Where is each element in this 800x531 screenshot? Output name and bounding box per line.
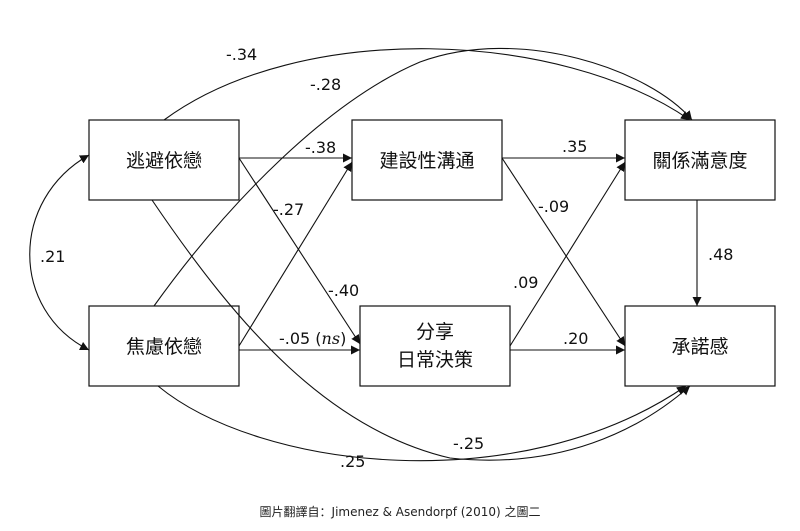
- coef-constructive-commitment: -.09: [538, 197, 569, 216]
- coef-avoid-satisfaction: -.34: [226, 45, 257, 64]
- arrow-avoid-commitment: [151, 199, 691, 461]
- node-label-line1: 分享: [416, 321, 454, 343]
- coef-value: -.05: [279, 329, 310, 348]
- node-label: 關係滿意度: [652, 150, 747, 172]
- coef-ns: ns: [322, 329, 341, 348]
- arrow-anxious-satisfaction: [153, 47, 693, 307]
- coef-avoid-constructive: -.38: [305, 138, 336, 157]
- coef-satisfaction-commitment: .48: [708, 245, 733, 264]
- coef-anxious-constructive: -.27: [273, 200, 304, 219]
- node-relationship-satisfaction: 關係滿意度: [624, 119, 776, 201]
- coef-correlation: .21: [40, 247, 65, 266]
- arrow-avoid-sharing: [238, 157, 361, 345]
- arrow-anxious-constructive: [238, 161, 353, 347]
- node-sharing-daily-decisions: 分享 日常決策: [359, 305, 511, 387]
- node-label: 逃避依戀: [126, 150, 202, 172]
- coef-sharing-satisfaction: .09: [513, 273, 538, 292]
- node-label: 建設性溝通: [379, 150, 474, 172]
- coef-avoid-sharing: -.40: [328, 281, 359, 300]
- coef-anxious-sharing: -.05 (ns): [279, 329, 346, 348]
- node-commitment: 承諾感: [624, 305, 776, 387]
- coef-sharing-commitment: .20: [563, 329, 588, 348]
- coef-constructive-satisfaction: .35: [562, 137, 587, 156]
- arrow-anxious-commitment: [157, 385, 687, 462]
- node-anxious-attachment: 焦慮依戀: [88, 305, 240, 387]
- arrow-avoid-satisfaction: [163, 48, 691, 121]
- coef-anxious-satisfaction: -.28: [310, 75, 341, 94]
- arrow-correlation: [29, 154, 90, 351]
- node-label: 承諾感: [671, 336, 728, 358]
- coef-avoid-commitment: -.25: [453, 434, 484, 453]
- node-label: 焦慮依戀: [126, 336, 202, 358]
- node-label-line2: 日常決策: [397, 349, 473, 371]
- coef-anxious-commitment: .25: [340, 452, 365, 471]
- arrow-sharing-satisfaction: [509, 161, 626, 347]
- figure-caption: 圖片翻譯自：Jimenez & Asendorpf (2010) 之圖二: [259, 505, 541, 519]
- path-diagram: 逃避依戀 焦慮依戀 建設性溝通 分享 日常決策 關係滿意度 承諾感: [29, 45, 776, 471]
- node-constructive-communication: 建設性溝通: [351, 119, 503, 201]
- arrow-constructive-commitment: [501, 157, 626, 347]
- node-avoidant-attachment: 逃避依戀: [88, 119, 240, 201]
